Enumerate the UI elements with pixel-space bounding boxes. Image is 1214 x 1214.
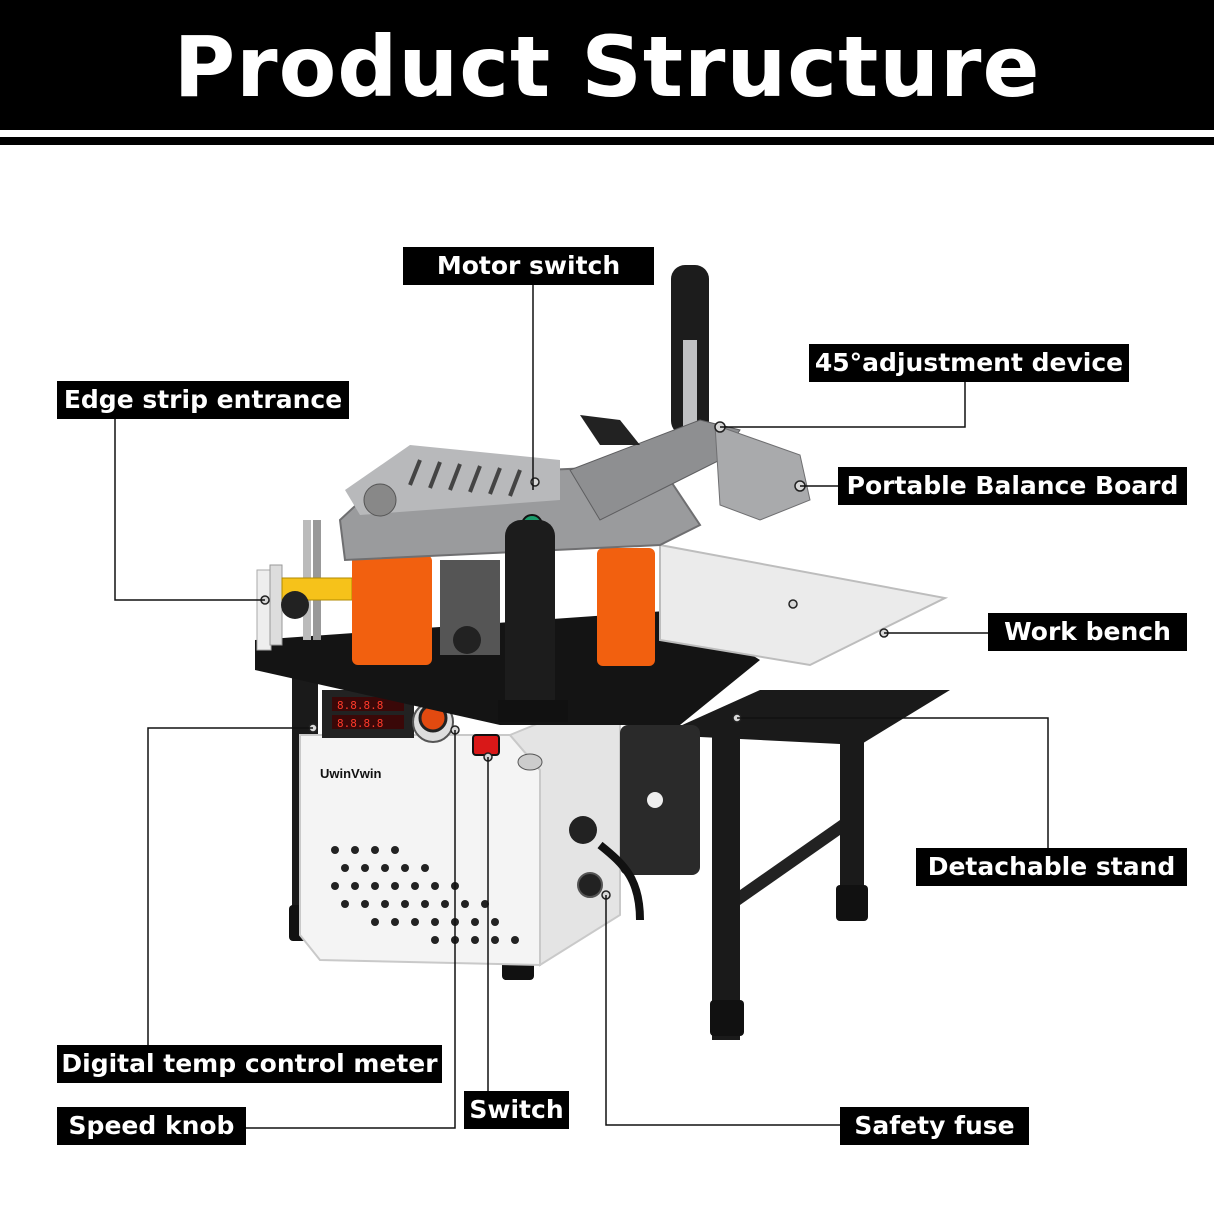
leader-digital-temp-meter xyxy=(147,727,313,1047)
meter-readout-bottom: 8.8.8.8 xyxy=(337,717,383,730)
leader-detachable-stand xyxy=(737,717,1049,869)
edge-strip-knob xyxy=(281,591,309,619)
page-title: Product Structure xyxy=(173,18,1041,116)
front-handle xyxy=(505,520,555,715)
housing-fan-grille xyxy=(363,483,397,517)
switch-nut xyxy=(517,753,543,771)
leader-45-adjustment xyxy=(720,380,966,428)
stand-leg-front xyxy=(712,730,740,1040)
label-detachable-stand: Detachable stand xyxy=(916,848,1187,886)
power-cable xyxy=(597,841,644,921)
adjustment-lever xyxy=(580,415,640,445)
roller-right xyxy=(597,548,655,666)
glue-knob xyxy=(453,626,481,654)
label-digital-temp-control-meter: Digital temp control meter xyxy=(57,1045,442,1083)
brand-logo: UwinVwin xyxy=(320,766,381,781)
title-banner xyxy=(0,0,1214,130)
label-motor-switch: Motor switch xyxy=(403,247,654,285)
housing-vent-slots xyxy=(408,459,522,497)
label-work-bench: Work bench xyxy=(988,613,1187,651)
safety-fuse xyxy=(577,872,603,898)
label-speed-knob: Speed knob xyxy=(57,1107,246,1145)
stand-foot-back xyxy=(836,885,868,921)
stand-foot-front xyxy=(710,1000,744,1036)
label-switch: Switch xyxy=(464,1091,569,1129)
label-safety-fuse: Safety fuse xyxy=(840,1107,1029,1145)
title-underline xyxy=(0,137,1214,145)
leader-speed-knob xyxy=(246,730,456,1129)
portable-balance-board xyxy=(714,424,811,521)
vent-holes xyxy=(331,846,519,944)
meter-readout-top: 8.8.8.8 xyxy=(337,699,383,712)
label-edge-strip-entrance: Edge strip entrance xyxy=(57,381,349,419)
power-socket xyxy=(569,816,597,844)
leader-edge-strip-entrance xyxy=(114,418,265,601)
stand-crossbar xyxy=(740,820,840,905)
work-bench xyxy=(659,543,949,667)
meter-display-top xyxy=(332,697,404,711)
front-handle-base xyxy=(498,700,568,722)
leader-safety-fuse xyxy=(605,895,840,1126)
roller-left xyxy=(352,555,432,665)
motor-label xyxy=(647,792,663,808)
meter-display-bottom xyxy=(332,715,404,729)
label-45-adjustment-device: 45°adjustment device xyxy=(809,344,1129,382)
label-portable-balance-board: Portable Balance Board xyxy=(838,467,1187,505)
adjustment-shaft xyxy=(683,340,697,440)
